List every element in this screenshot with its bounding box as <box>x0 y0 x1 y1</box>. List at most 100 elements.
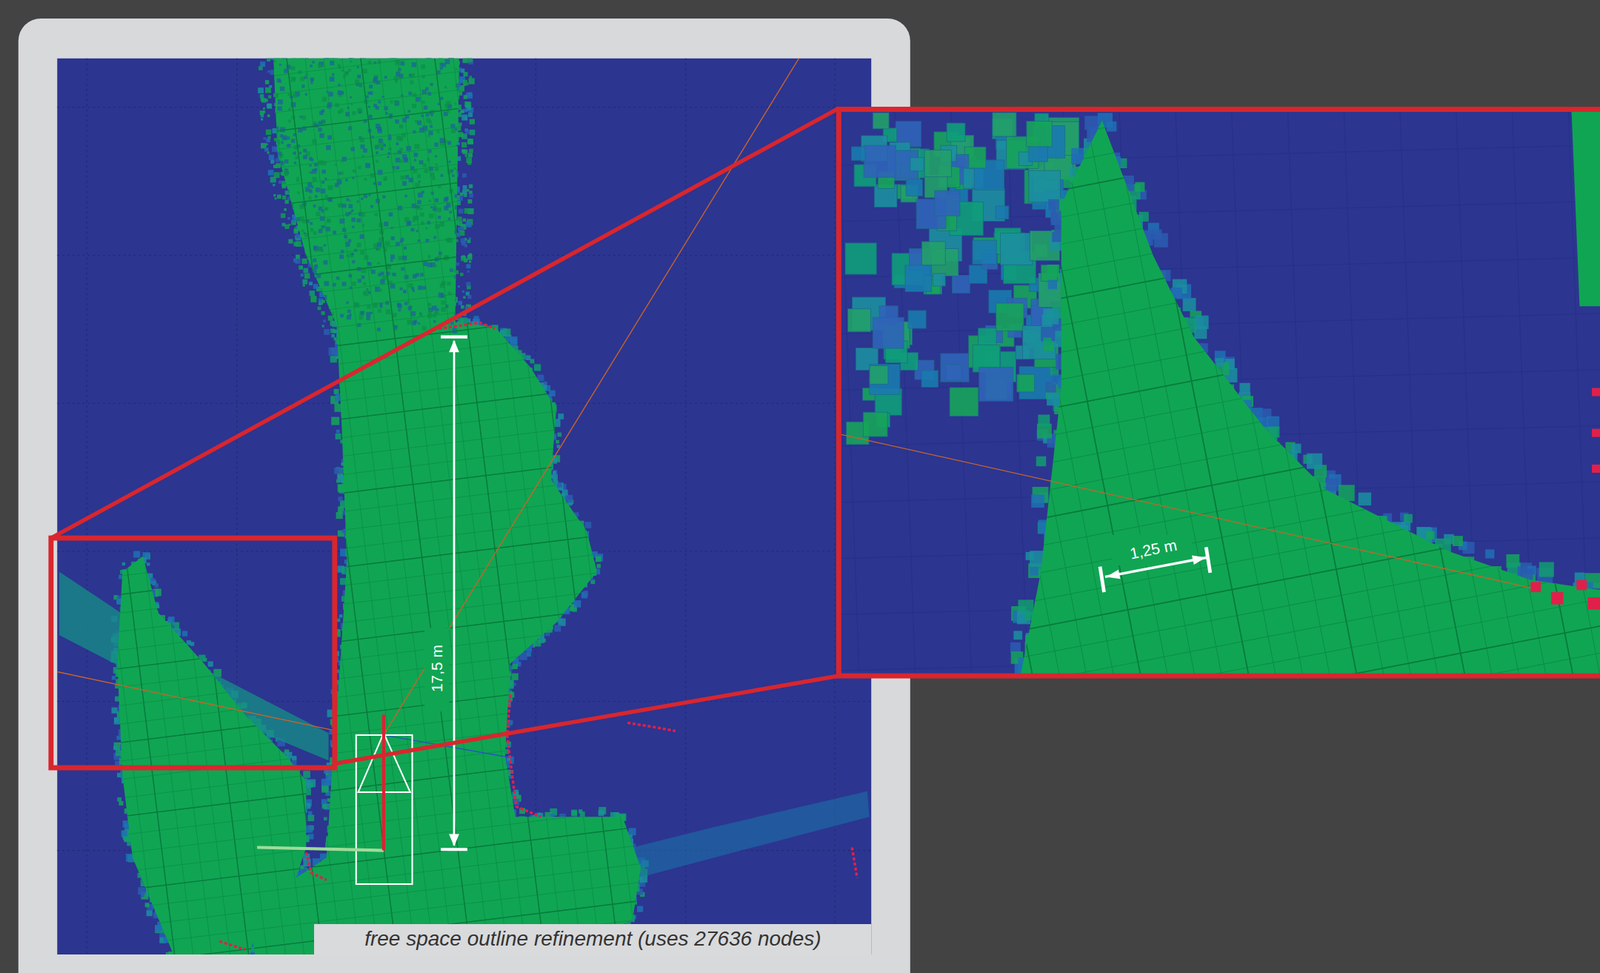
edge-cell <box>469 129 476 136</box>
corridor-cell <box>310 81 313 84</box>
edge-cell <box>459 86 465 92</box>
corridor-cell <box>351 225 355 229</box>
corridor-cell <box>348 313 352 316</box>
edge-cell <box>122 562 126 566</box>
edge-cell <box>300 265 303 269</box>
corridor-cell <box>357 65 360 69</box>
grid-line <box>57 106 872 108</box>
edge-cell <box>278 180 283 184</box>
corridor-cell <box>395 165 400 170</box>
edge-cell <box>295 233 300 238</box>
corridor-cell <box>277 269 280 272</box>
edge-cell <box>526 651 532 657</box>
edge-cell <box>322 300 326 303</box>
edge-cell <box>468 77 475 84</box>
edge-cell <box>262 137 266 140</box>
corridor-cell <box>370 173 375 178</box>
corridor-cell <box>374 212 379 217</box>
edge-cell <box>583 590 588 595</box>
edge-cell <box>468 112 473 118</box>
edge-cell <box>334 388 340 395</box>
edge-cell <box>323 328 330 335</box>
edge-cell <box>468 260 472 263</box>
corridor-cell <box>322 294 328 300</box>
corridor-cell <box>433 313 438 318</box>
corridor-cell <box>322 225 326 229</box>
corridor-cell <box>342 228 346 232</box>
corridor-cell <box>451 128 456 134</box>
corridor-cell <box>414 143 420 149</box>
corridor-cell <box>390 259 393 262</box>
corridor-cell <box>348 125 352 130</box>
corridor-cell <box>294 314 298 319</box>
edge-cell <box>111 675 116 680</box>
corridor-cell <box>405 221 411 226</box>
edge-cell <box>557 617 566 626</box>
edge-cell <box>273 194 276 197</box>
corridor-cell <box>431 177 435 180</box>
corridor-cell <box>279 160 284 166</box>
corridor-cell <box>404 194 408 198</box>
edge-cell <box>310 296 317 303</box>
corridor-cell <box>347 309 352 314</box>
corridor-cell <box>383 105 388 110</box>
edge-cell <box>273 164 277 168</box>
edge-cell <box>460 238 466 243</box>
edge-cell <box>280 213 286 218</box>
unknown-space <box>57 58 872 955</box>
corridor-cell <box>374 286 380 292</box>
edge-cell <box>291 219 295 223</box>
corridor-cell <box>377 262 380 265</box>
edge-cell <box>137 886 146 895</box>
edge-cell <box>334 396 340 401</box>
corridor-cell <box>445 100 451 106</box>
corridor-cell <box>412 93 417 98</box>
edge-cell <box>459 230 465 236</box>
edge-cell <box>552 471 557 475</box>
corridor-cell <box>301 288 306 293</box>
edge-cell <box>301 258 307 264</box>
corridor-cell <box>312 258 317 263</box>
corridor-cell <box>290 77 296 83</box>
edge-cell <box>552 469 558 475</box>
corridor-cell <box>446 281 451 286</box>
edge-cell <box>267 70 270 73</box>
corridor-cell <box>359 315 363 320</box>
corridor-cell <box>351 252 354 255</box>
corridor-cell <box>408 91 412 96</box>
edge-cell <box>270 159 275 163</box>
corridor-cell <box>412 216 416 220</box>
corridor-cell <box>399 137 403 141</box>
edge-cell <box>307 814 315 821</box>
edge-cell <box>342 529 346 534</box>
edge-cell <box>268 154 275 160</box>
edge-cell <box>116 735 121 740</box>
edge-cell <box>260 110 265 115</box>
corridor-cell <box>419 160 424 165</box>
corridor-cell <box>420 212 425 218</box>
corridor-cell <box>321 169 326 175</box>
corridor-cell <box>454 102 457 106</box>
edge-cell <box>302 268 309 274</box>
corridor-cell <box>383 176 388 180</box>
edge-cell <box>525 354 532 360</box>
edge-cell <box>321 311 326 315</box>
corridor-cell <box>420 64 426 69</box>
edge-cell <box>468 253 473 258</box>
free-space <box>117 556 306 955</box>
edge-cell <box>628 827 637 835</box>
corridor-cell <box>357 165 361 169</box>
corridor-cell <box>285 189 289 194</box>
edge-cell <box>265 129 272 135</box>
corridor-cell <box>418 180 421 183</box>
edge-cell <box>463 108 468 113</box>
corridor-cell <box>331 73 335 77</box>
corridor-cell <box>363 290 369 296</box>
edge-cell <box>458 91 463 96</box>
corridor-cell <box>375 160 379 163</box>
corridor-cell <box>365 95 369 99</box>
grid-line <box>86 58 88 955</box>
edge-cell <box>151 577 155 581</box>
corridor-cell <box>328 185 334 191</box>
